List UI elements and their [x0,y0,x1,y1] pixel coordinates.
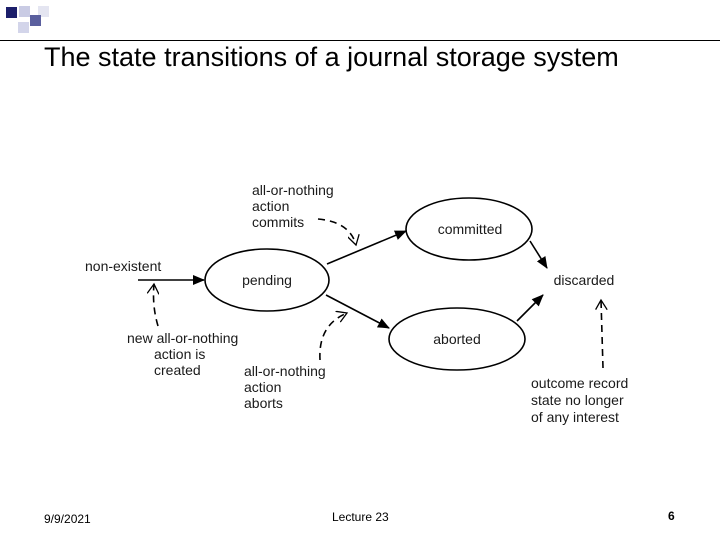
aborted-state [388,307,526,371]
annotation-aborts: all-or-nothing action aborts [244,363,326,411]
annotation-commits-line-3: commits [252,214,304,230]
annotation-created: new all-or-nothing action is created [127,330,238,378]
annotation-commits-line-2: action [252,198,289,214]
annotation-commits-line-1: all-or-nothing [252,182,334,198]
annotation-aborts-line-1: all-or-nothing [244,363,326,379]
title-rule [0,40,720,41]
non-existent-label: non-existent [85,258,161,274]
discarded-label: discarded [554,272,615,288]
annotation-commits: all-or-nothing action commits [252,182,334,230]
footer-lecture: Lecture 23 [332,510,389,524]
corner-square-mid [30,15,41,26]
pending-label: pending [242,272,292,288]
slide-title: The state transitions of a journal stora… [44,42,619,72]
dashed-arrow-aborts [319,313,347,361]
corner-square-dark [6,7,17,18]
annotation-created-line-2: action is [154,346,205,362]
arrow-pending-to-committed [326,230,407,265]
arrow-committed-to-discarded [529,240,548,269]
dashed-arrow-created [154,284,159,327]
arrow-pending-to-aborted [325,294,390,329]
annotation-aborts-line-3: aborts [244,395,283,411]
annotation-outcome-line-3: of any interest [531,409,619,425]
corner-square-pale [38,6,49,17]
dashed-arrow-outcome [601,300,603,369]
pending-state [204,248,330,312]
committed-label: committed [438,221,503,237]
committed-state [405,197,533,261]
annotation-created-line-1: new all-or-nothing [127,330,238,346]
arrow-aborted-to-discarded [516,294,544,322]
corner-square-light-2 [18,22,29,33]
footer-date: 9/9/2021 [44,512,91,526]
annotation-aborts-line-2: action [244,379,281,395]
corner-squares-decoration [6,6,49,33]
corner-square-light [19,6,30,17]
aborted-label: aborted [433,331,480,347]
annotation-outcome: outcome record state no longer of any in… [531,375,628,425]
annotation-outcome-line-1: outcome record [531,375,628,391]
annotation-outcome-line-2: state no longer [531,392,624,408]
annotation-created-line-3: created [154,362,201,378]
dashed-arrow-commits [317,218,356,245]
page-number: 6 [668,509,675,523]
